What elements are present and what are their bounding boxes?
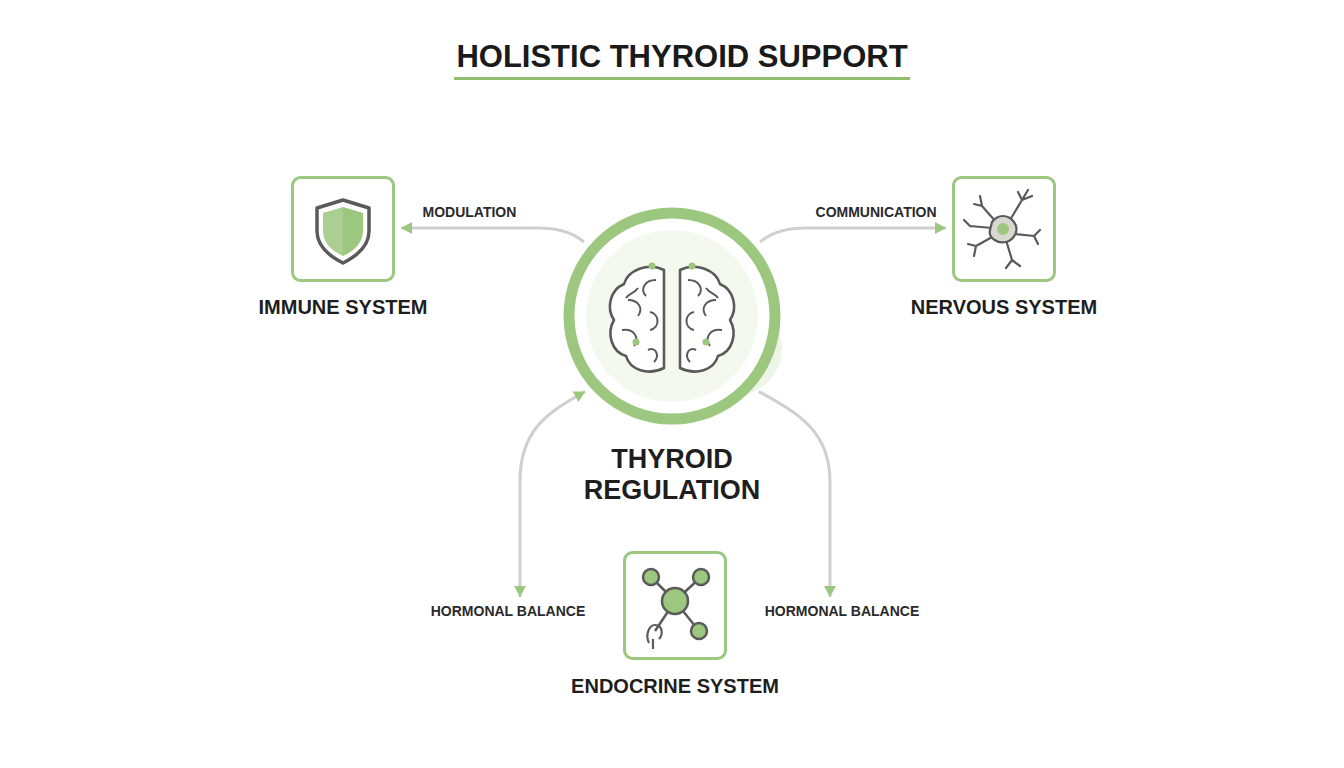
node-label: ENDOCRINE SYSTEM bbox=[571, 675, 779, 698]
node-icon bbox=[952, 176, 1056, 282]
title: HOLISTIC THYROID SUPPORT bbox=[456, 39, 907, 75]
node-label: THYROID REGULATION bbox=[557, 444, 787, 506]
edge-label: MODULATION bbox=[420, 203, 520, 221]
node-icon bbox=[556, 200, 788, 432]
arrowhead bbox=[401, 222, 412, 234]
node-label: IMMUNE SYSTEM bbox=[259, 296, 428, 319]
edge-label: HORMONAL BALANCE bbox=[428, 602, 589, 620]
connector bbox=[760, 228, 946, 242]
node-label: NERVOUS SYSTEM bbox=[911, 296, 1097, 319]
node-icon bbox=[291, 176, 395, 282]
connector bbox=[759, 391, 830, 597]
arrowhead bbox=[573, 391, 586, 402]
edge-label: COMMUNICATION bbox=[813, 203, 940, 221]
connector bbox=[520, 391, 585, 597]
title-underline bbox=[454, 77, 909, 80]
arrowhead bbox=[824, 586, 836, 597]
connector bbox=[401, 228, 584, 242]
arrowhead bbox=[935, 222, 946, 234]
arrowhead bbox=[514, 586, 526, 597]
edge-label: HORMONAL BALANCE bbox=[762, 602, 923, 620]
node-icon bbox=[623, 551, 727, 660]
